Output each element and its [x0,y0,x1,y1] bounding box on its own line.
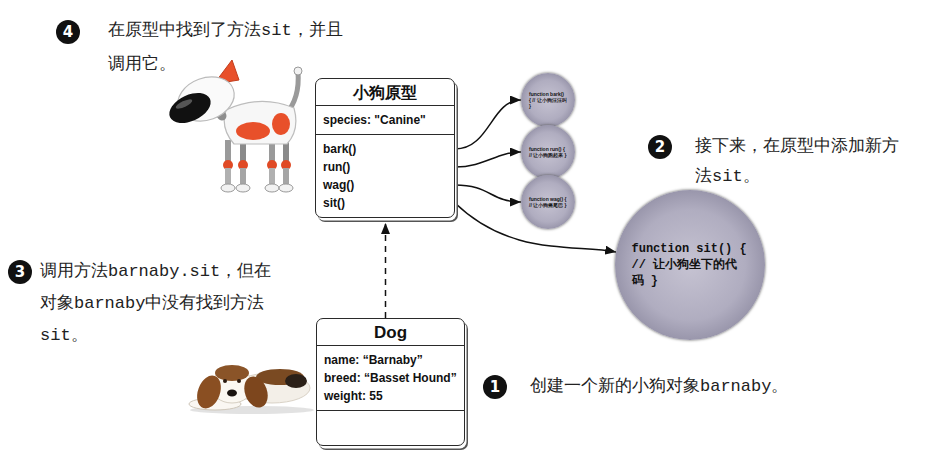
box-section: name: “Barnaby”breed: “Basset Hound”weig… [317,345,464,410]
box-row: run() [323,158,350,176]
robot-foot [236,184,250,192]
class-box: 小狗原型 species: "Canine" bark()run()wag()sit… [315,78,455,218]
callout: 接下来，在原型中添加新方法sit。 [695,132,905,192]
robot-visor-shine [175,97,194,110]
connector [455,185,521,202]
box-section: bark()run()wag()sit() [316,134,454,217]
callout-badge: 4 [56,20,80,44]
class-box: Dogname: “Barnaby”breed: “Basset Hound”w… [316,318,465,446]
callout-number: 1 [483,375,507,399]
callout-text: 调用方法barnaby.sit，但在对象barnaby中没有找到方法sit。 [40,256,275,352]
box-row: breed: “Basset Hound” [324,369,457,387]
connector [455,100,521,149]
function-bubble: function sit() { // 让小狗坐下的代码 } [615,190,765,340]
robot-dog [165,60,302,192]
callout-badge: 3 [8,260,32,284]
dog-ear [240,373,272,411]
callout-number: 3 [8,260,32,284]
box-row: weight: 55 [324,387,383,405]
robot-foot [279,184,293,192]
callout: 调用方法barnaby.sit，但在对象barnaby中没有找到方法sit。 [40,256,275,352]
function-bubble: function run() { // 让小狗跑起来 } [521,125,575,179]
dog-patch [285,374,307,388]
callout-text: 在原型中找到了方法sit，并且调用它。 [108,14,348,82]
robot-leg [225,140,231,162]
box-row: sit() [323,194,345,212]
dog-ear [193,372,225,411]
connector [455,152,521,167]
function-code: function sit() { // 让小狗坐下的代码 } [632,241,749,289]
callout-number: 2 [648,135,672,159]
function-bubble: function bark() { // 让小狗汪汪叫 } [521,73,575,127]
basset-hound [189,365,314,414]
robot-legs [221,138,293,192]
callout-number: 4 [56,20,80,44]
callout: 创建一个新的小狗对象barnaby。 [530,373,788,401]
dog-nose [227,390,237,397]
box-row: species: "Canine" [323,111,426,129]
robot-panel [272,113,290,135]
robot-body [224,101,296,144]
box-row: name: “Barnaby” [324,351,423,369]
function-code: function wag() { // 让小狗摇尾巴 } [529,196,567,208]
robot-leg [269,168,275,184]
callout: 在原型中找到了方法sit，并且调用它。 [108,14,348,82]
robot-tail-tip [294,67,302,75]
robot-panel [236,122,270,140]
function-bubble: function wag() { // 让小狗摇尾巴 } [521,175,575,229]
box-section: species: "Canine" [316,105,454,134]
box-section: 小狗原型 [316,79,454,105]
box-section: Dog [317,319,464,345]
function-code: function bark() { // 让小狗汪汪叫 } [529,91,567,109]
robot-foot [221,184,235,192]
callout-text: 接下来，在原型中添加新方法sit。 [695,132,905,192]
connector [385,223,387,318]
callout-badge: 2 [648,135,672,159]
box-heading: 小狗原型 [353,82,417,103]
robot-leg [283,168,289,184]
robot-leg [225,168,231,184]
box-row: bark() [323,140,356,158]
box-row: wag() [323,176,354,194]
dog-eye [223,379,227,383]
dog-eye [237,379,241,383]
callout-text: 创建一个新的小狗对象barnaby。 [530,373,788,401]
callout-badge: 1 [483,375,507,399]
function-code: function run() { // 让小狗跑起来 } [529,146,567,158]
robot-leg [240,168,246,184]
box-heading: Dog [374,322,407,343]
robot-foot [265,184,279,192]
box-section [317,410,464,445]
dog-head-patch [215,365,249,381]
robot-visor [165,87,216,129]
